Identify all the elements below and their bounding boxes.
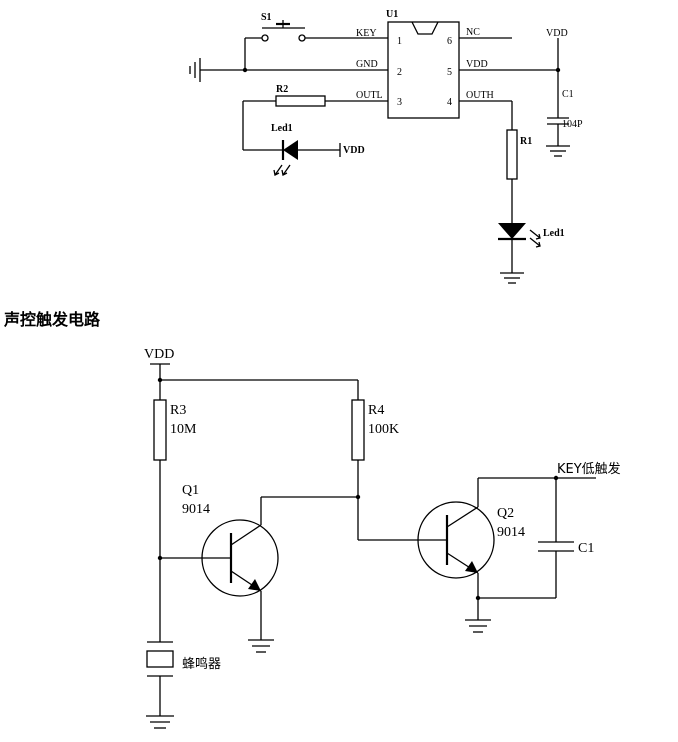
- decoupling-capacitor: VDD C1 104P: [546, 28, 583, 157]
- ground-symbol-buzzer: [146, 715, 174, 729]
- ground-symbol-q2: [465, 619, 491, 633]
- q2-label: Q2: [497, 506, 514, 521]
- pin-5-number: 5: [447, 67, 452, 78]
- q1-type-label: 9014: [182, 502, 210, 517]
- pin-6-number: 6: [447, 36, 452, 47]
- push-switch-s1: S1: [244, 12, 388, 70]
- pin-nc-label: NC: [466, 27, 480, 38]
- key-trigger-circuit: S1 U1 KEY GND OUTL 1 2 3 6 5 4 NC VDD OU…: [189, 9, 583, 284]
- capacitor-c1: C1: [478, 478, 594, 599]
- led-right-label: Led1: [543, 228, 565, 239]
- chip-label: U1: [386, 9, 398, 20]
- r4-label: R4: [368, 403, 384, 418]
- r1-label: R1: [520, 136, 532, 147]
- transistor-q1: Q1 9014: [160, 483, 358, 640]
- resistor-r4: R4 100K: [351, 399, 399, 461]
- pin-outh-label: OUTH: [466, 90, 494, 101]
- pin-key-label: KEY: [356, 28, 377, 39]
- transistor-q2: Q2 9014: [358, 478, 525, 620]
- outh-led-branch: R1 Led1: [459, 100, 565, 284]
- pin-outl-label: OUTL: [356, 90, 383, 101]
- pin-gnd-label: GND: [356, 59, 378, 70]
- led-left-label: Led1: [271, 123, 293, 134]
- vdd-label: VDD: [144, 347, 174, 362]
- q1-label: Q1: [182, 483, 199, 498]
- r3-value-label: 10M: [170, 422, 197, 437]
- switch-label: S1: [261, 12, 272, 23]
- pin-1-number: 1: [397, 36, 402, 47]
- key-output-label: KEY低触发: [557, 461, 621, 477]
- vdd-right-label: VDD: [546, 28, 568, 39]
- buzzer: 蜂鸣器: [146, 641, 221, 716]
- q2-type-label: 9014: [497, 525, 525, 540]
- r4-value-label: 100K: [368, 422, 399, 437]
- section-title: 声控触发电路: [3, 310, 101, 329]
- pin-3-number: 3: [397, 97, 402, 108]
- r3-label: R3: [170, 403, 186, 418]
- sound-trigger-circuit: VDD R3 10M R4 100K: [144, 347, 621, 729]
- pin-2-number: 2: [397, 67, 402, 78]
- pin-4-number: 4: [447, 97, 452, 108]
- vdd-led-label: VDD: [343, 145, 365, 156]
- pin-vdd-label: VDD: [466, 59, 488, 70]
- cap-label: C1: [562, 89, 574, 100]
- ground-symbol-left: [189, 58, 245, 82]
- led-left-icon: [283, 140, 298, 160]
- resistor-r3: R3 10M: [153, 399, 197, 461]
- r2-label: R2: [276, 84, 288, 95]
- cap-value-label: 104P: [562, 119, 583, 130]
- buzzer-label: 蜂鸣器: [182, 656, 221, 672]
- ground-symbol-q1: [248, 639, 274, 653]
- led-right-icon: [498, 223, 526, 239]
- cap-c1-label: C1: [578, 541, 594, 556]
- outl-led-branch: R2 VDD Led1: [242, 84, 388, 176]
